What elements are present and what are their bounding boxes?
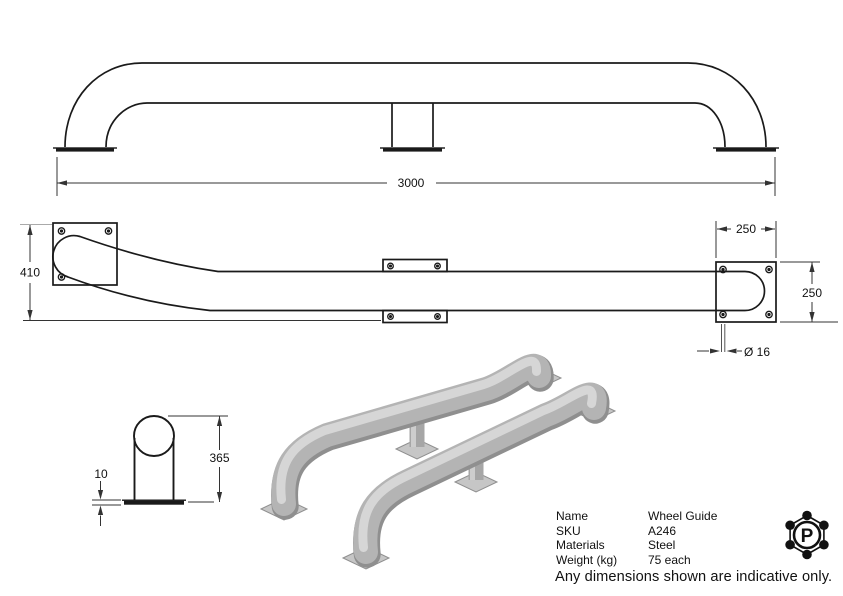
- spec-value: Wheel Guide: [648, 509, 718, 523]
- indicative-note: Any dimensions shown are indicative only…: [555, 569, 833, 585]
- spec-value: A246: [648, 523, 677, 538]
- spec-value: 75 each: [648, 552, 691, 567]
- spec-label: Name: [556, 509, 589, 523]
- spec-label: SKU: [556, 523, 581, 538]
- bolt-holes: [57, 227, 773, 320]
- dim-guide-height-label: 365: [209, 451, 229, 465]
- front-elevation-view: [53, 62, 779, 152]
- spec-value: Steel: [648, 538, 676, 553]
- logo-dots: [785, 510, 829, 560]
- dim-plate-width-label: 250: [736, 222, 756, 236]
- dimension-overall-width: 410: [20, 224, 381, 321]
- spec-label: Materials: [556, 538, 605, 553]
- plan-tube-outline: [52, 234, 766, 312]
- left-base-plate-thick: [56, 148, 114, 152]
- logo-letter: P: [801, 526, 814, 547]
- dimension-overall-length: 3000: [56, 157, 776, 196]
- section-base-plate: [122, 499, 186, 501]
- dimension-plate-thickness: 10: [92, 467, 121, 526]
- left-base-plate: [53, 147, 117, 149]
- dim-overall-length-label: 3000: [398, 176, 425, 190]
- spec-table: Name Wheel Guide SKU A246 Materials Stee…: [556, 510, 717, 566]
- mid-base-plate-thick: [383, 148, 442, 152]
- section-base-plate-thick: [124, 500, 184, 505]
- iso-front-tube-highlight: [358, 385, 597, 552]
- plan-mid-plate-bottom: [382, 309, 448, 324]
- section-view: [122, 415, 186, 505]
- tube-outer-line: [64, 62, 767, 148]
- dim-plate-thickness-label: 10: [94, 467, 108, 481]
- mid-base-plate: [380, 147, 445, 149]
- dimension-plate-height: 250: [780, 261, 838, 323]
- iso-3d-view: [259, 354, 617, 570]
- right-base-plate: [713, 147, 779, 149]
- plan-mid-plate-top: [382, 258, 448, 273]
- iso-rear-tube-highlight: [276, 356, 541, 504]
- plan-left-plate: [52, 222, 118, 286]
- brand-logo: P: [785, 510, 829, 560]
- plan-view: [52, 222, 777, 324]
- tube-section-circle: [133, 415, 175, 457]
- right-base-plate-thick: [716, 148, 776, 152]
- dimension-guide-height: 365: [168, 415, 230, 503]
- plan-right-plate: [715, 261, 777, 323]
- dim-overall-width-label: 410: [20, 266, 40, 280]
- dimension-plate-width: 250: [715, 221, 777, 258]
- dim-plate-height-label: 250: [802, 286, 822, 300]
- dim-hole-diameter-label: Ø 16: [744, 345, 770, 359]
- spec-label: Weight (kg): [556, 552, 618, 567]
- tube-inner-line: [105, 102, 726, 148]
- dimension-hole-diameter: Ø 16: [697, 324, 770, 359]
- logo-circle: [792, 520, 822, 550]
